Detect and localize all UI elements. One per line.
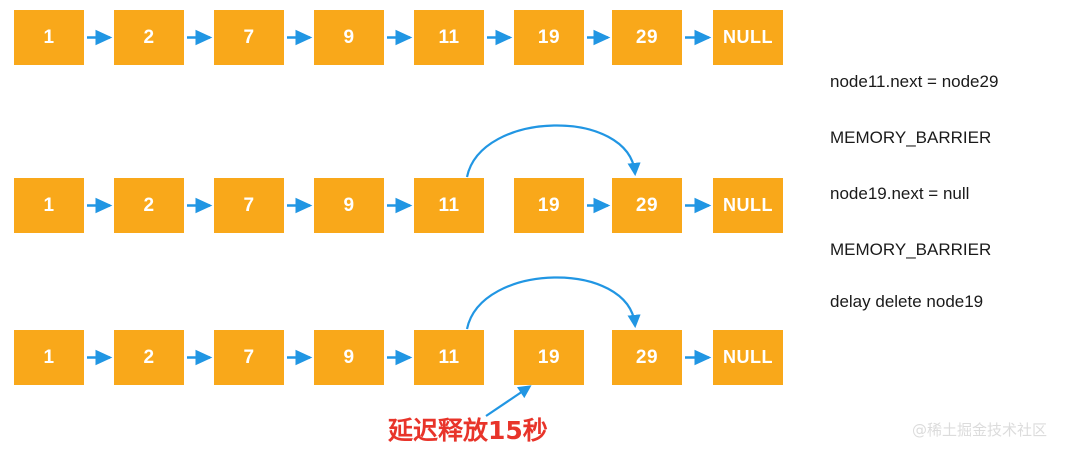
node-box-29: 29	[612, 10, 682, 65]
delay-release-annotation: 延迟释放15秒	[388, 416, 548, 445]
node-label: 19	[537, 26, 561, 48]
node-box-7: 7	[214, 330, 284, 385]
operation-line-4: MEMORY_BARRIER	[830, 240, 992, 259]
node-box-11: 11	[414, 178, 484, 233]
node-label: 7	[243, 194, 255, 216]
node-label: 1	[43, 26, 55, 48]
node-box-19: 19	[514, 10, 584, 65]
node-box-11: 11	[414, 10, 484, 65]
node-label: 29	[635, 26, 659, 48]
node-box-9: 9	[314, 330, 384, 385]
node-box-29: 29	[612, 330, 682, 385]
node-box-7: 7	[214, 178, 284, 233]
operation-line-3: node19.next = null	[830, 184, 970, 203]
skip-pointer-arrow-11-to-29	[465, 124, 641, 178]
node-box-null: NULL	[713, 330, 783, 385]
node-box-1: 1	[14, 330, 84, 385]
node-box-2: 2	[114, 10, 184, 65]
node-label: 29	[635, 194, 659, 216]
node-label: 9	[343, 194, 355, 216]
node-box-11: 11	[414, 330, 484, 385]
node-box-19: 19	[514, 178, 584, 233]
node-box-19: 19	[514, 330, 584, 385]
node-label: NULL	[723, 347, 773, 367]
node-label: 9	[343, 346, 355, 368]
node-label: 19	[537, 194, 561, 216]
node-label: 2	[143, 194, 155, 216]
node-label: 2	[143, 26, 155, 48]
skip-pointer-arrow-11-to-29	[465, 276, 641, 330]
node-label: 29	[635, 346, 659, 368]
node-label: 1	[43, 346, 55, 368]
node-label: 11	[438, 346, 460, 368]
node-label: NULL	[723, 195, 773, 215]
node-label: 7	[243, 26, 255, 48]
node-label: 9	[343, 26, 355, 48]
node-label: NULL	[723, 27, 773, 47]
node-label: 7	[243, 346, 255, 368]
node-box-9: 9	[314, 178, 384, 233]
node-label: 11	[438, 194, 460, 216]
node-box-7: 7	[214, 10, 284, 65]
watermark-label: @稀土掘金技术社区	[912, 421, 1048, 439]
node-box-null: NULL	[713, 10, 783, 65]
node-box-null: NULL	[713, 178, 783, 233]
node-box-1: 1	[14, 178, 84, 233]
node-label: 19	[537, 346, 561, 368]
node-box-1: 1	[14, 10, 84, 65]
node-label: 11	[438, 26, 460, 48]
node-label: 1	[43, 194, 55, 216]
operation-line-2: MEMORY_BARRIER	[830, 128, 992, 147]
node-box-2: 2	[114, 178, 184, 233]
node-label: 2	[143, 346, 155, 368]
node-box-2: 2	[114, 330, 184, 385]
operation-line-1: node11.next = node29	[830, 72, 999, 91]
operation-line-5: delay delete node19	[830, 292, 984, 311]
node-box-29: 29	[612, 178, 682, 233]
node-box-9: 9	[314, 10, 384, 65]
